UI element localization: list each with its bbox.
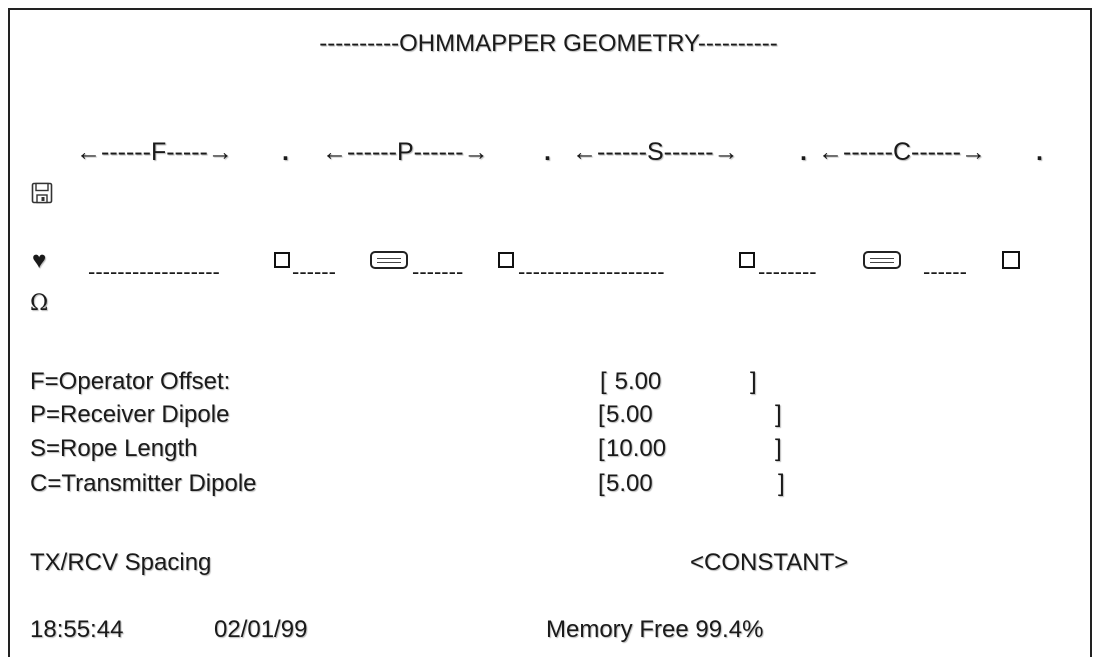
wire-segment: ------------------ <box>88 259 220 284</box>
electrode-node <box>1002 251 1020 269</box>
param-bracket-close: ] <box>750 368 757 395</box>
param-value-transmitter-dipole[interactable]: 5.00 <box>606 470 653 497</box>
param-bracket-close: ] <box>775 435 782 462</box>
receiver-dipole-icon <box>370 251 408 269</box>
param-label-rope-length: S=Rope Length <box>30 435 198 462</box>
electrode-node <box>274 252 290 268</box>
wire-segment: -------------------- <box>518 259 665 284</box>
wire-segment: ------ <box>923 259 967 284</box>
transmitter-dipole-icon <box>863 251 901 269</box>
screen-title: ----------OHMMAPPER GEOMETRY---------- <box>319 30 778 57</box>
status-memory: Memory Free 99.4% <box>546 616 764 643</box>
segment-c: ←------C------→ <box>818 138 986 166</box>
param-bracket-close: ] <box>778 470 785 497</box>
wire-segment: ------- <box>412 259 464 284</box>
segment-dot: . <box>800 138 807 166</box>
segment-p: ←------P------→ <box>322 138 489 166</box>
heart-icon: ♥ <box>32 247 47 274</box>
wire-segment: ------ <box>292 259 336 284</box>
wire-segment: -------- <box>758 259 817 284</box>
spacing-mode-value[interactable]: <CONSTANT> <box>690 549 849 576</box>
segment-dot: . <box>544 138 551 166</box>
param-value-receiver-dipole[interactable]: 5.00 <box>606 401 653 428</box>
param-bracket-open: [ <box>598 470 605 497</box>
segment-s: ←------S------→ <box>572 138 739 166</box>
electrode-node <box>739 252 755 268</box>
param-value-rope-length[interactable]: 10.00 <box>606 435 667 462</box>
param-label-transmitter-dipole: C=Transmitter Dipole <box>30 470 257 497</box>
status-date: 02/01/99 <box>214 616 308 643</box>
ohmmapper-screen <box>8 8 1092 657</box>
param-bracket-close: ] <box>775 401 782 428</box>
status-time: 18:55:44 <box>30 616 124 643</box>
spacing-label: TX/RCV Spacing <box>30 549 212 576</box>
segment-dot: . <box>1036 138 1043 166</box>
floppy-disk-icon[interactable] <box>31 182 53 209</box>
param-bracket-open: [ <box>598 435 605 462</box>
param-value-operator-offset[interactable]: 5.00 <box>608 368 662 395</box>
segment-f: ←------F-----→ <box>76 138 233 166</box>
segment-dot: . <box>282 138 289 166</box>
param-bracket-open: [ <box>598 401 605 428</box>
param-label-operator-offset: F=Operator Offset: <box>30 368 231 395</box>
param-bracket-open: [ <box>600 368 607 395</box>
param-label-receiver-dipole: P=Receiver Dipole <box>30 401 230 428</box>
electrode-node <box>498 252 514 268</box>
omega-icon: Ω <box>30 291 49 316</box>
